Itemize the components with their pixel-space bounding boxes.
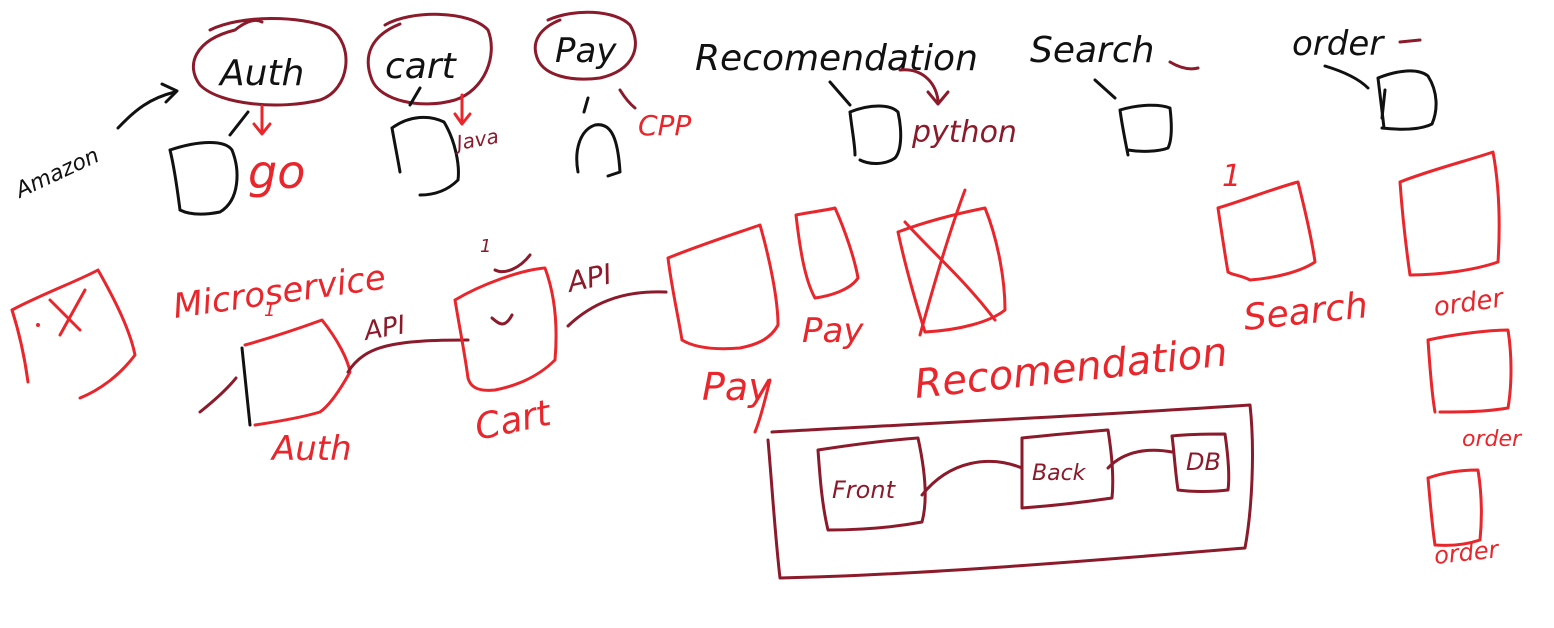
auth-mark-one: 1 [264,300,275,321]
search-connector [1093,78,1117,100]
top-cart-lang: Java [451,124,501,156]
recomendation-connector [828,80,852,107]
search-lang-tick [1168,60,1200,71]
recomendation-lang-arrow [898,68,950,106]
mid-order-box-3 [1426,468,1483,547]
top-pay-label: Pay [555,31,617,71]
mid-pay-box-2 [794,206,860,300]
auth-lang-arrow [252,104,272,136]
db-label: DB [1186,448,1221,476]
back-db-link [1106,448,1174,470]
api-label-1: API [360,310,408,347]
api-link-1: API [346,310,470,374]
top-order-label: order [1292,24,1385,64]
mid-pay-box-1 [666,223,780,351]
back-label: Back [1032,461,1087,486]
stack-diagram: Front Back DB [766,403,1254,580]
auth-db-icon [168,141,239,216]
mid-order-box-2 [1426,328,1513,414]
front-back-link [920,460,1024,497]
mid-cart-label: Cart [471,392,556,448]
mid-search-box [1216,180,1317,282]
api-link-2: API [563,257,668,328]
mid-pay-label-1: Pay [702,365,771,409]
crossed-box-dot [36,323,40,327]
cart-connector [408,86,422,107]
top-auth-label: Auth [218,53,304,94]
top-search-group: Search [1030,30,1200,157]
cart-db-icon [390,115,460,197]
mid-recomendation-group: Recomendation [896,188,1230,408]
pay-db-icon [575,123,622,178]
crossed-box-x [48,288,87,337]
top-auth-group: Auth go [168,17,348,216]
auth-circle [191,17,348,107]
top-recomendation-label: Recomendation [695,38,978,79]
mid-order-label-3: order [1433,535,1502,570]
mid-pay-label-2: Pay [802,311,864,351]
pay-circle [533,10,637,81]
api-curve-2 [566,290,668,328]
mid-search-group: 1 Search [1216,159,1370,339]
top-cart-group: cart Java [366,12,501,197]
top-pay-group: Pay CPP [533,10,691,178]
top-cart-label: cart [385,46,458,87]
crossed-box-left [10,268,137,400]
order-db-icon [1376,69,1438,131]
front-label: Front [832,476,897,504]
amazon-label-group: Amazon [10,82,179,204]
top-order-group: order [1292,24,1438,131]
search-mark-one: 1 [1222,159,1241,194]
mid-auth-group: 1 Auth [198,300,352,469]
auth-check-mark [198,376,238,414]
order-lang-dash [1398,38,1422,44]
pay-stem [753,378,772,434]
mid-order-box-1 [1398,150,1501,277]
mid-order-label-1: order [1432,283,1508,323]
mid-order-label-2: order [1462,427,1523,452]
pay-lang-tick [618,88,637,110]
auth-connector [228,110,250,137]
mid-search-label: Search [1242,285,1370,339]
order-db-mark [1380,88,1387,120]
amazon-arrow [116,90,177,130]
amazon-arrow-head [160,82,179,104]
crossed-box-outline [10,268,137,400]
mid-cart-group: 1 Cart [453,236,558,449]
api-label-2: API [563,257,615,299]
db-box [1170,432,1231,493]
recomendation-db-icon [848,104,903,165]
top-recomendation-lang: python [911,115,1017,150]
top-search-label: Search [1030,30,1154,71]
mid-auth-box [243,318,352,427]
cart-mark-one: 1 [480,236,491,257]
order-connector [1323,64,1370,90]
mid-auth-label: Auth [270,429,352,469]
cart-inner-check [490,313,514,326]
stack-container [766,403,1254,580]
top-pay-lang: CPP [638,109,691,142]
top-auth-lang: go [248,145,305,199]
search-db-icon [1118,103,1173,157]
amazon-label: Amazon [10,143,103,204]
cart-lang-arrow [453,93,472,126]
back-box [1020,428,1115,510]
top-recomendation-group: Recomendation python [695,38,1017,165]
microservice-title: Microservice [171,258,389,327]
mid-recomendation-cross [903,188,997,337]
mid-cart-box [453,266,558,392]
mid-recomendation-box [896,206,1007,334]
mid-recomendation-label: Recomendation [912,329,1229,408]
front-box [816,436,927,532]
cart-top-check [493,253,532,274]
mid-order-group: order order order [1398,150,1523,570]
pay-connector [582,96,590,114]
mid-pay-group: Pay Pay [666,206,864,434]
mid-auth-box-left [240,346,252,427]
api-curve-1 [346,338,470,374]
cart-circle [366,12,493,106]
